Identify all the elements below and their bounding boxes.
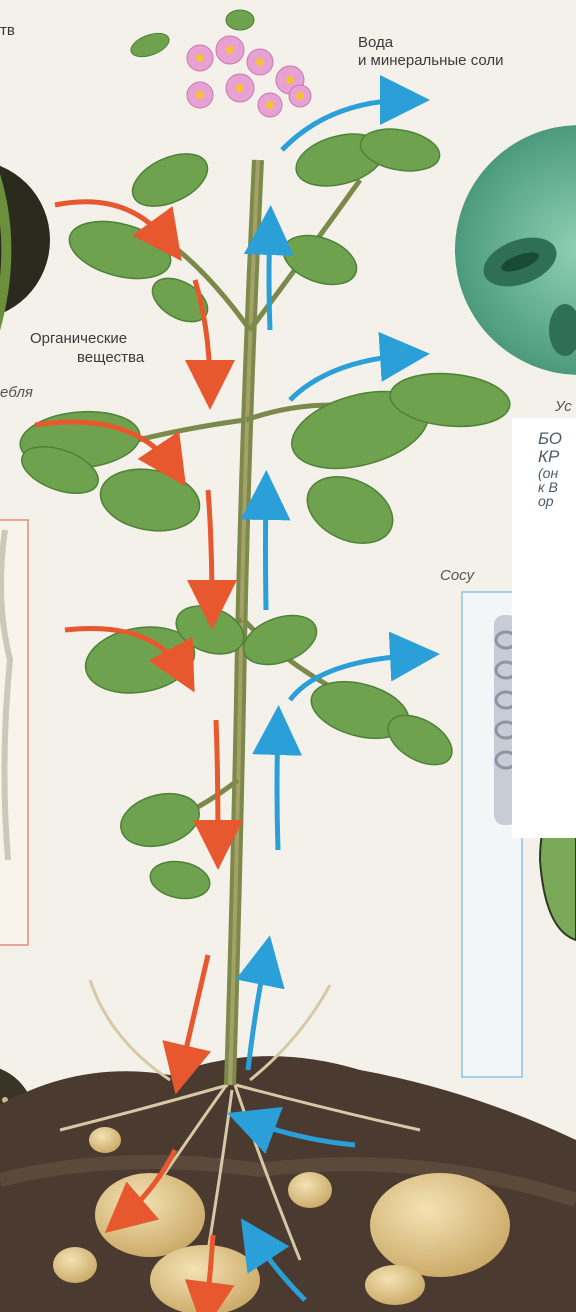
- stem-micrograph: [0, 160, 50, 330]
- phloem-panel: [0, 520, 28, 945]
- label-organic-line1: Органические: [30, 330, 127, 347]
- label-water-line1: Вода: [358, 34, 393, 51]
- label-water-line2: и минеральные соли: [358, 52, 504, 69]
- label-stomata-fragment: Ус: [555, 398, 572, 415]
- callout-line4: к В: [512, 480, 576, 494]
- callout-line1: БО: [512, 430, 576, 448]
- callout-line3: (он: [512, 466, 576, 480]
- label-top-left-fragment: тв: [0, 22, 15, 39]
- callout-line2: КР: [512, 448, 576, 466]
- flowers: [128, 10, 311, 117]
- stomata-micrograph: [455, 125, 576, 375]
- callout-line5: ор: [512, 494, 576, 508]
- label-vessels-fragment: Сосу: [440, 567, 474, 584]
- label-stem-fragment: ебля: [0, 384, 33, 401]
- callout-box: БО КР (он к В ор: [512, 418, 576, 838]
- label-organic-line2: вещества: [77, 349, 144, 366]
